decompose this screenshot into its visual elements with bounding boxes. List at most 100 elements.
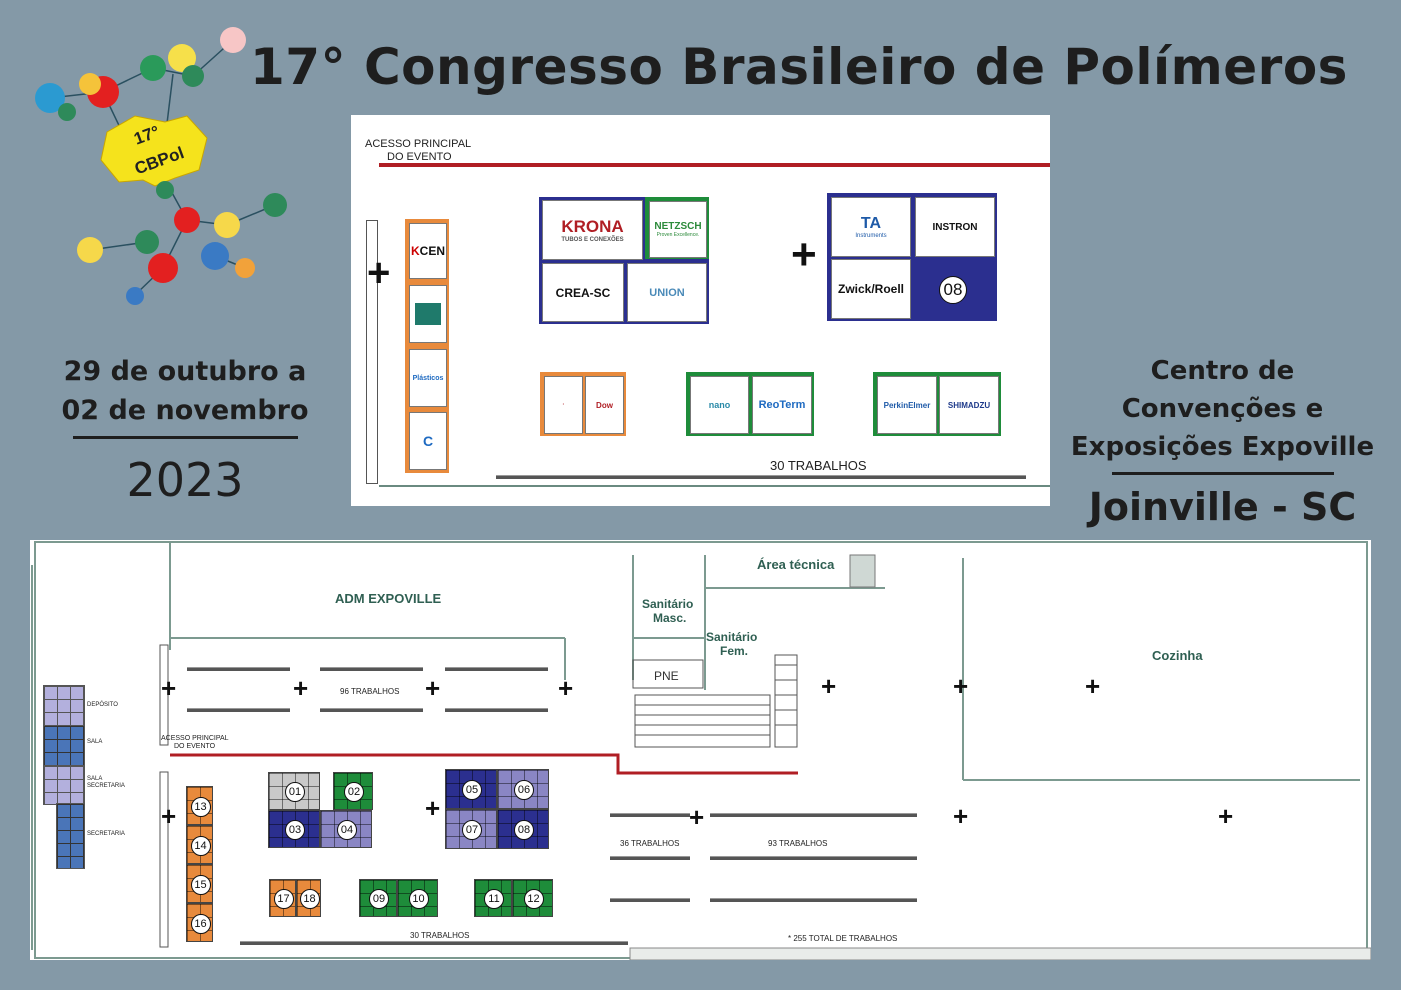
floor-entrance-label: ACESSO PRINCIPAL [161, 735, 229, 742]
booth-number: 17 [273, 889, 294, 909]
booth-06[interactable]: 06 [497, 769, 549, 809]
total-posters-label: * 255 TOTAL DE TRABALHOS [788, 934, 898, 943]
exhibitor-plasticos[interactable]: Plásticos [409, 349, 447, 407]
exhibitor-zwick-roell[interactable]: Zwick/Roell [831, 259, 911, 319]
poster-rack [445, 667, 548, 671]
posters-96-label: 96 TRABALHOS [340, 687, 400, 696]
divider [72, 436, 298, 439]
exhibitor-reoterm[interactable]: ReoTerm [752, 376, 812, 434]
column-marker: + [161, 801, 177, 831]
booth-05[interactable]: 05 [445, 769, 497, 809]
room-sala-secretaria-2: SECRETARIA [87, 783, 125, 789]
column-marker: + [689, 802, 705, 832]
booth-02[interactable]: 02 [333, 772, 373, 810]
booth-number: 01 [285, 782, 305, 802]
booth-01[interactable]: 01 [268, 772, 320, 810]
booth-number: 10 [408, 889, 429, 909]
booth-number: 07 [462, 820, 482, 840]
detail-entrance-label-2: DO EVENTO [387, 151, 452, 163]
booth-15[interactable]: 15 [186, 864, 213, 903]
column-marker: + [425, 793, 441, 823]
date-line-2: 02 de novembro [61, 395, 309, 426]
room-sanitario-masc-label: Masc. [653, 611, 687, 625]
booth-09[interactable]: 09 [359, 879, 397, 917]
exhibitor-perkinelmer[interactable]: PerkinElmer [877, 376, 937, 434]
booth-number: 08 [514, 820, 534, 840]
booth-03[interactable]: 03 [268, 810, 320, 848]
booth-04[interactable]: 04 [320, 810, 372, 848]
exhibitor-nano[interactable]: nano [690, 376, 749, 434]
floor-plan-walls [31, 541, 1371, 960]
poster-rack [610, 856, 690, 860]
posters-36-label: 36 TRABALHOS [620, 839, 680, 848]
booth-number: 06 [514, 780, 534, 800]
booth-16[interactable]: 16 [186, 903, 213, 942]
exhibitor-small-logo[interactable]: C [409, 412, 447, 470]
booth-08[interactable]: 08 [497, 809, 549, 849]
sala-block [43, 725, 85, 767]
column-marker: + [293, 673, 309, 703]
sala-secretaria-block [43, 765, 85, 805]
booth-17[interactable]: 17 [269, 879, 296, 917]
floor-entrance-label-2: DO EVENTO [174, 743, 216, 750]
divider [1111, 472, 1334, 475]
booth-14[interactable]: 14 [186, 825, 213, 864]
booth-number: 13 [190, 796, 211, 817]
booth-13[interactable]: 13 [186, 786, 213, 825]
exhibitor-green-logo[interactable] [409, 285, 447, 343]
booth-number: 11 [484, 889, 504, 909]
poster-rack [496, 475, 1026, 479]
poster-rack [187, 708, 290, 712]
booth-number: 05 [462, 780, 482, 800]
room-sanitario-fem: Sanitário [706, 630, 758, 644]
room-sanitario-masc: Sanitário [642, 597, 694, 611]
column-marker: + [1218, 801, 1234, 831]
booth-number: 15 [190, 874, 211, 895]
bottom-wall [379, 485, 1050, 487]
column-marker: + [953, 801, 969, 831]
poster-rack [710, 898, 917, 902]
exhibitor-instron[interactable]: INSTRON [915, 197, 995, 257]
booth-11[interactable]: 11 [474, 879, 512, 917]
booth-07[interactable]: 07 [445, 809, 497, 849]
poster-rack [710, 856, 917, 860]
booth-12[interactable]: 12 [512, 879, 553, 917]
exhibitor-crea-sc[interactable]: CREA-SC [542, 263, 624, 322]
booth-number: 14 [190, 835, 211, 856]
poster-rack [445, 708, 548, 712]
booth-number: 18 [299, 889, 320, 909]
room-sala: SALA [87, 739, 103, 745]
booth-number: 12 [523, 889, 544, 909]
floor-plan: ADM EXPOVILLE Área técnica Sanitário Mas… [30, 540, 1371, 960]
column-marker: + [821, 671, 837, 701]
column-marker: + [558, 673, 574, 703]
booth-number: 03 [285, 820, 305, 840]
booth-number-08-detail[interactable]: 08 [939, 276, 967, 304]
column-marker: + [161, 673, 177, 703]
exhibitor-small-red[interactable]: · [544, 376, 583, 434]
page-title: 17° Congresso Brasileiro de Polímeros [250, 38, 1348, 96]
booth-10[interactable]: 10 [397, 879, 438, 917]
booth-number: 02 [344, 782, 364, 802]
poster-rack [710, 813, 917, 817]
room-sanitario-fem-label: Fem. [720, 644, 749, 658]
exhibitor-shimadzu[interactable]: SHIMADZU [939, 376, 999, 434]
room-deposito: DEPÓSITO [87, 702, 118, 708]
room-area-tecnica: Área técnica [757, 557, 835, 572]
posters-30-label: 30 TRABALHOS [410, 931, 470, 940]
exhibitor-dow[interactable]: Dow [585, 376, 624, 434]
venue-line-2: Exposições Expoville [1070, 432, 1375, 462]
event-city: Joinville - SC [1088, 485, 1357, 529]
booth-number: 16 [190, 913, 211, 934]
detail-entrance-label: ACESSO PRINCIPAL [365, 138, 472, 150]
exhibitor-union[interactable]: UNION [627, 263, 707, 322]
detail-posters-label: 30 TRABALHOS [770, 458, 867, 473]
event-venue: Centro de Convenções e Exposições Expovi… [1060, 352, 1385, 529]
room-secretaria: SECRETARIA [87, 831, 125, 837]
poster-rack [610, 813, 690, 817]
booth-18[interactable]: 18 [296, 879, 321, 917]
